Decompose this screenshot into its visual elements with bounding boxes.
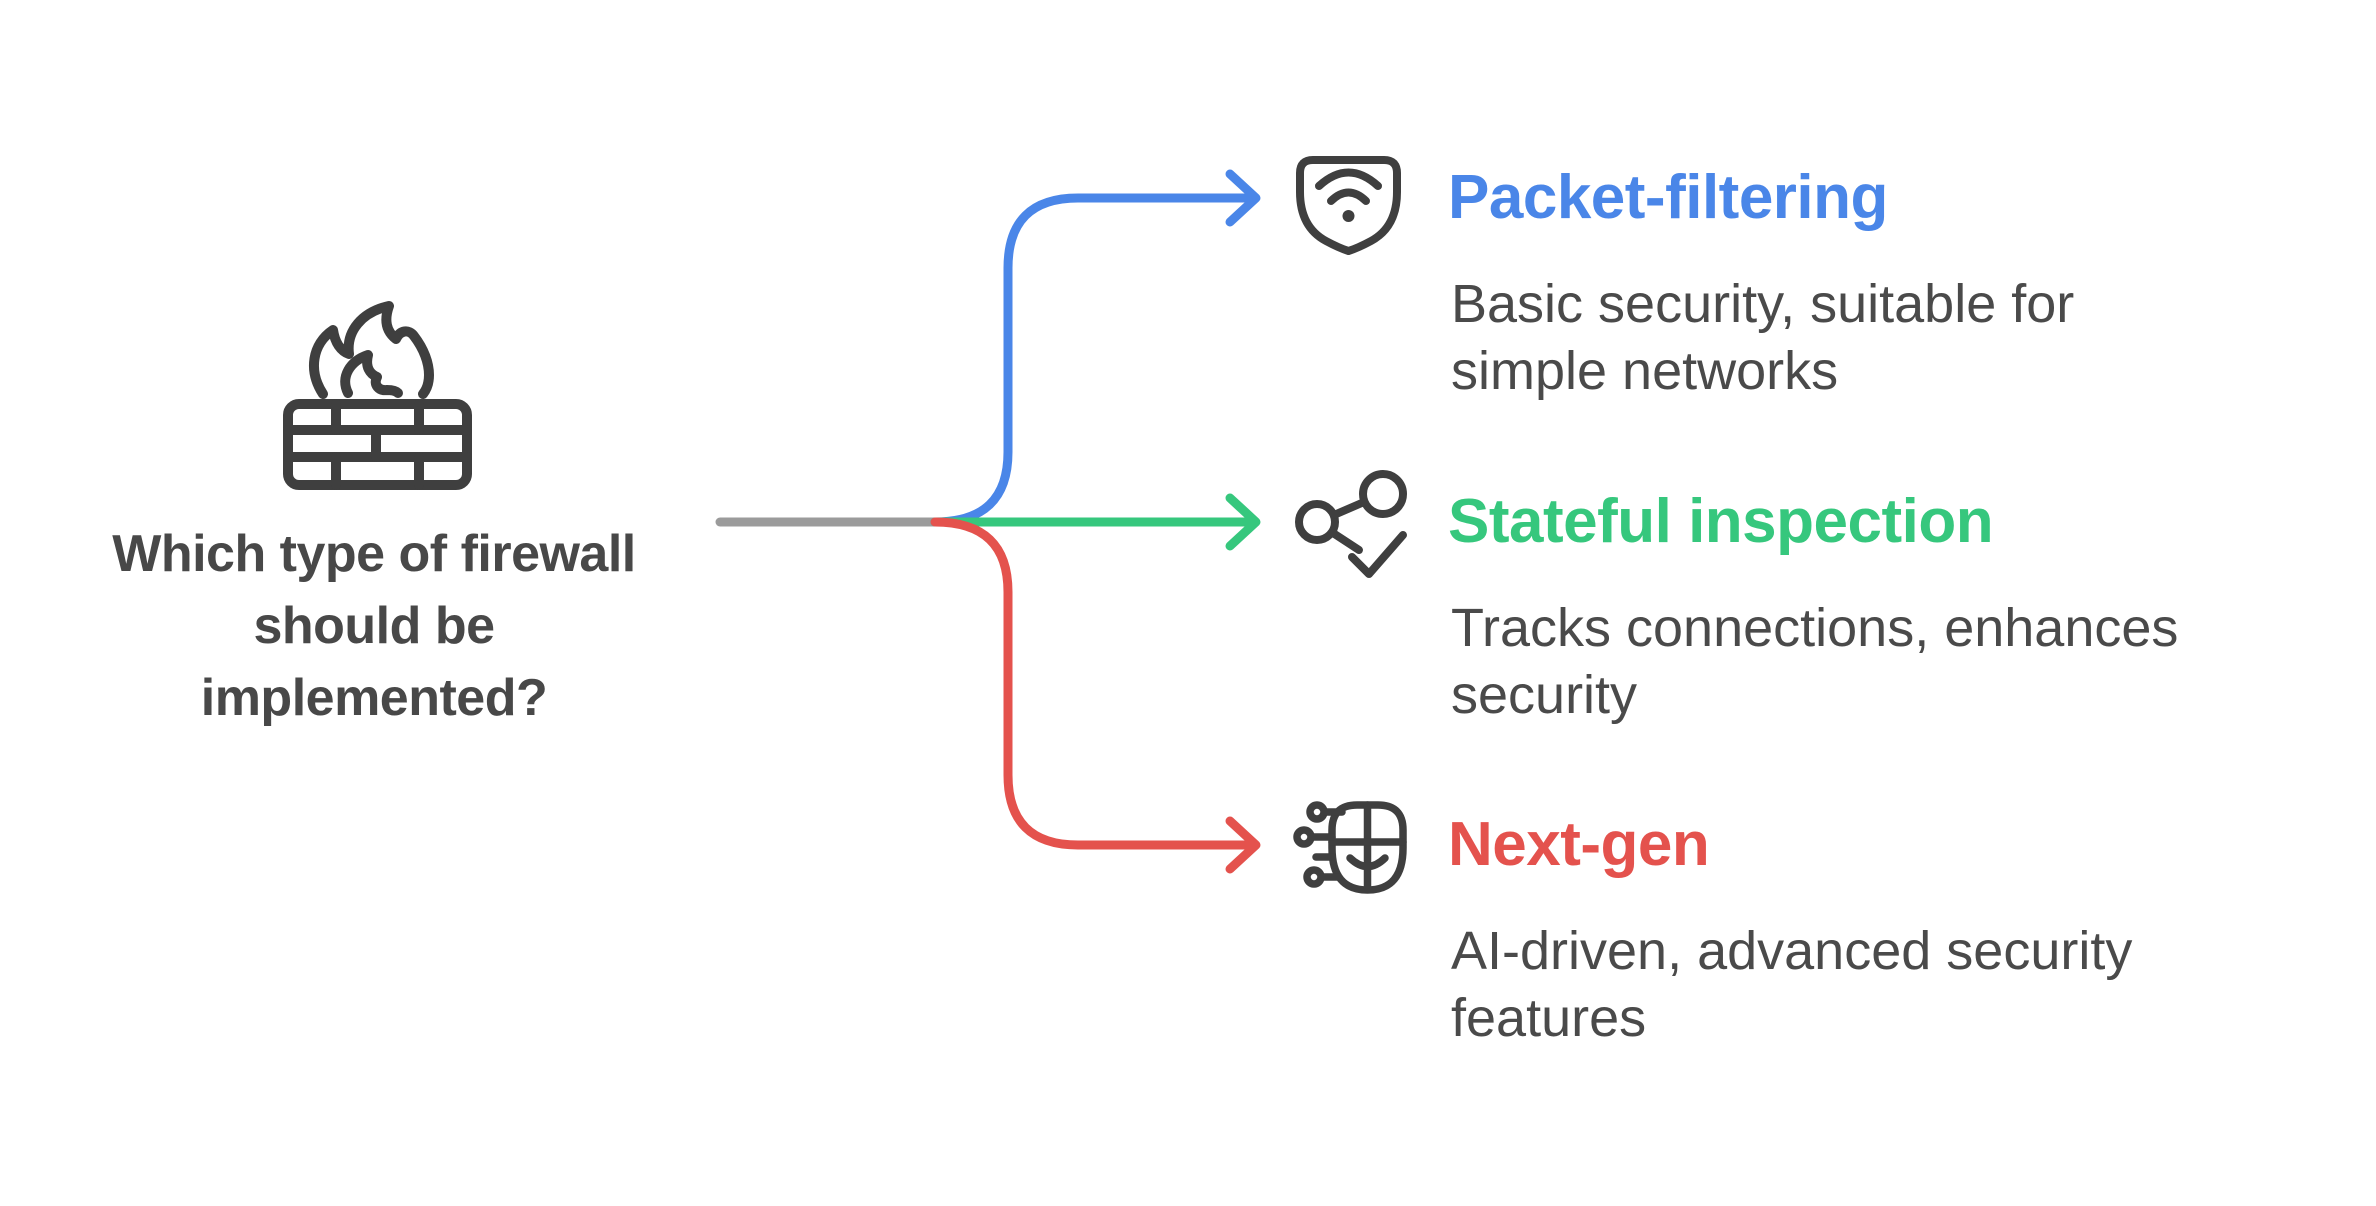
flame-inner — [340, 350, 403, 398]
question-line: Which type of firewall — [112, 525, 636, 583]
flame-outer — [309, 301, 434, 399]
share-node-top — [1359, 470, 1407, 518]
desc-line: AI-driven, advanced security — [1451, 921, 2133, 981]
wifi-dot — [1342, 210, 1355, 222]
branch-desc-packet-filtering: Basic security, suitable for simple netw… — [1451, 271, 2074, 405]
firewall-brick-flame-icon — [283, 301, 472, 490]
desc-line: Basic security, suitable for — [1451, 274, 2075, 334]
branch-curve-blue — [930, 193, 1257, 527]
share-link-line — [1330, 498, 1368, 519]
desc-line: Tracks connections, enhances — [1451, 598, 2179, 658]
branch-line-packet-filtering — [930, 169, 1261, 527]
desc-line: features — [1451, 988, 1647, 1048]
wifi-arc-inner — [1327, 188, 1370, 205]
shield-outline — [1296, 156, 1401, 255]
shield-wifi-icon — [1296, 156, 1401, 255]
arrowhead-red-icon — [1225, 816, 1261, 874]
share-node-left — [1295, 500, 1339, 544]
arrowhead-green-icon — [1225, 493, 1261, 551]
share-branch-line — [1329, 529, 1363, 554]
branch-line-next-gen — [930, 517, 1261, 874]
desc-line: simple networks — [1451, 341, 1839, 401]
branch-title-packet-filtering: Packet-filtering — [1448, 163, 1888, 232]
check-mark — [1348, 531, 1407, 578]
question-line: implemented? — [200, 669, 548, 727]
share-check-icon — [1295, 470, 1407, 578]
question-line: should be — [253, 597, 495, 655]
question-text: Which type of firewall should be impleme… — [58, 518, 690, 734]
wifi-arc-outer — [1315, 168, 1382, 190]
arrowhead-blue-icon — [1225, 169, 1261, 227]
ai-network-icon — [1293, 801, 1407, 894]
branch-title-next-gen: Next-gen — [1448, 810, 1710, 879]
branch-desc-next-gen: AI-driven, advanced security features — [1451, 918, 2132, 1052]
branch-curve-red — [930, 517, 1257, 850]
branch-line-stateful-inspection — [930, 493, 1261, 551]
globe-smile-arc — [1346, 854, 1389, 871]
branch-desc-stateful-inspection: Tracks connections, enhances security — [1451, 595, 2178, 729]
desc-line: security — [1451, 665, 1638, 725]
branch-title-stateful-inspection: Stateful inspection — [1448, 487, 1994, 556]
brick-wall — [283, 399, 472, 490]
connector-lines — [715, 169, 1261, 874]
